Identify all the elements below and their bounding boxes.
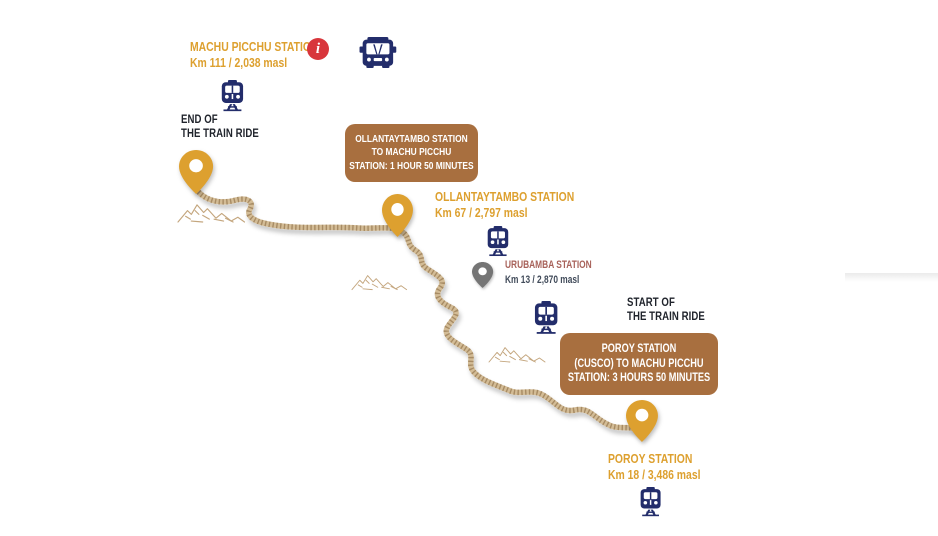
info-icon[interactable]: i [307,38,329,60]
train-icon [534,301,558,334]
callout-line: STATION: 3 HOURS 50 MINUTES [567,372,711,385]
station-detail: Km 18 / 3,486 masl [608,467,701,482]
machu-picchu-pin [179,150,214,194]
station-name: MACHU PICCHU STATION [190,39,319,54]
machu-picchu-station-label: MACHU PICCHU STATION Km 111 / 2,038 masl [190,39,318,71]
station-name: OLLANTAYTAMBO STATION [435,189,575,204]
station-detail: Km 111 / 2,038 masl [190,55,288,70]
station-name: POROY STATION [608,451,693,466]
station-detail: Km 13 / 2,870 masl [505,274,580,286]
bus-icon [359,37,397,68]
poroy-duration-callout: POROY STATION (CUSCO) TO MACHU PICCHU ST… [560,333,718,395]
poroy-pin [626,400,658,442]
start-line2: THE TRAIN RIDE [627,308,705,323]
mountains-illustration [488,347,546,363]
end-line1: END OF [181,112,218,126]
urubamba-pin [472,262,494,288]
callout-line: (CUSCO) TO MACHU PICCHU [574,357,704,370]
train-icon [221,80,244,112]
ollantaytambo-station-label: OLLANTAYTAMBO STATION Km 67 / 2,797 masl [435,189,574,221]
urubamba-station-label: URUBAMBA STATION Km 13 / 2,870 masl [505,258,592,288]
start-line1: START OF [627,295,675,309]
station-name: URUBAMBA STATION [505,259,592,271]
callout-line: TO MACHU PICCHU [371,146,452,159]
page-fold-shadow [845,273,938,282]
callout-line: OLLANTAYTAMBO STATION [355,132,468,145]
train-icon [487,226,509,257]
end-line2: THE TRAIN RIDE [181,125,259,140]
callout-line: STATION: 1 HOUR 50 MINUTES [349,159,474,172]
route-path [193,186,644,435]
mountains-illustration [351,275,408,291]
mountains-illustration [177,204,246,223]
start-of-train-ride-label: START OF THE TRAIN RIDE [627,295,705,323]
train-icon [640,487,661,517]
ollantaytambo-duration-callout: OLLANTAYTAMBO STATION TO MACHU PICCHU ST… [345,124,478,182]
info-glyph: i [315,40,321,57]
poroy-station-label: POROY STATION Km 18 / 3,486 masl [608,451,701,483]
end-of-train-ride-label: END OF THE TRAIN RIDE [181,112,259,140]
station-detail: Km 67 / 2,797 masl [435,205,528,220]
callout-line: POROY STATION [601,343,677,356]
